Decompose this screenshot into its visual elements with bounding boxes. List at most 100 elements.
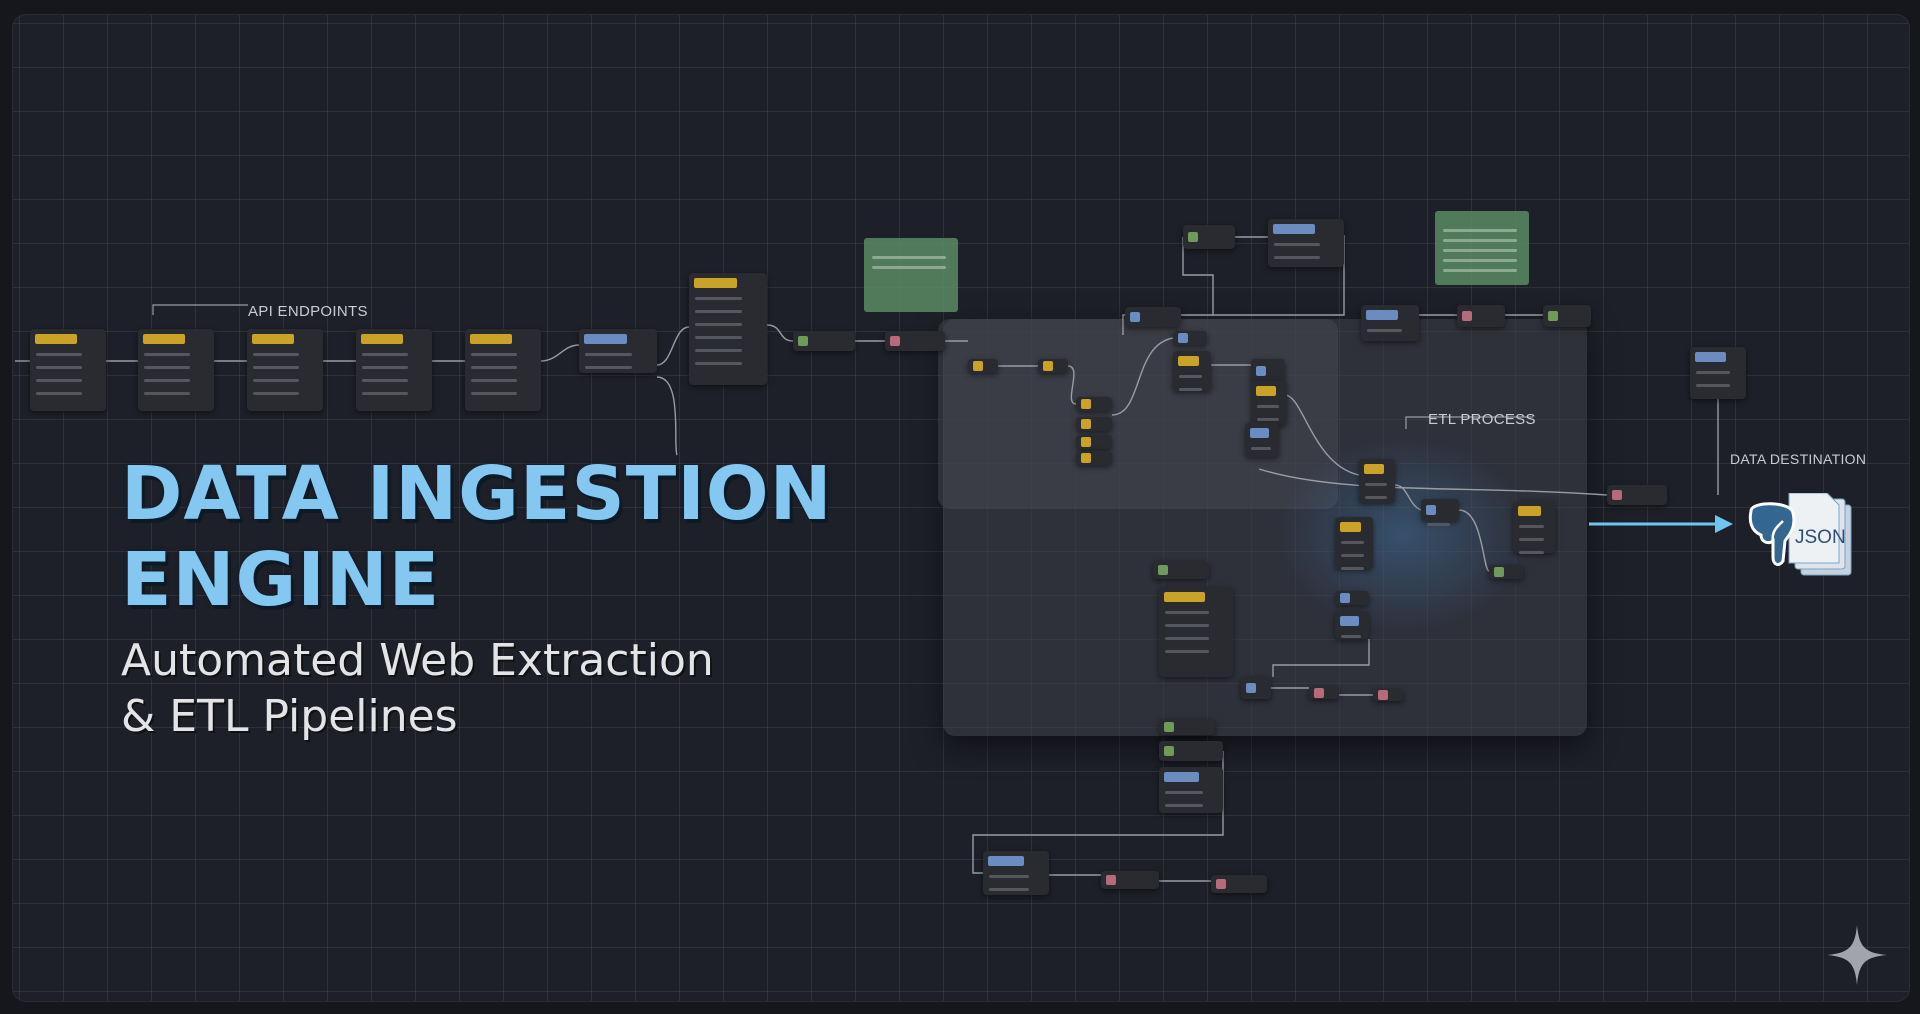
workflow-node[interactable] <box>138 329 214 411</box>
hero-subtitle: Automated Web Extraction& ETL Pipelines <box>121 633 714 745</box>
workflow-node[interactable] <box>1038 359 1068 373</box>
node-field <box>695 362 742 365</box>
workflow-node[interactable] <box>983 851 1049 895</box>
connection-wire <box>656 326 690 366</box>
workflow-node[interactable] <box>1245 423 1279 457</box>
node-header-icon <box>1246 683 1256 693</box>
node-field <box>144 379 190 382</box>
node-header-icon <box>1106 875 1116 885</box>
workflow-node[interactable] <box>247 329 323 411</box>
etl-process-label: ETL PROCESS <box>1428 411 1536 428</box>
sticky-note[interactable] <box>1435 211 1529 285</box>
node-header-icon <box>1164 746 1174 756</box>
workflow-node[interactable] <box>1076 417 1112 431</box>
arrow-head-icon <box>1715 515 1733 533</box>
node-header-icon <box>470 334 512 344</box>
workflow-node[interactable] <box>793 331 855 351</box>
annotation-leader <box>152 304 248 315</box>
workflow-canvas[interactable]: API ENDPOINTS ETL PROCESS DATA DESTINATI… <box>12 14 1910 1002</box>
etl-glow <box>1273 435 1533 635</box>
sticky-note-text-line <box>1443 239 1517 242</box>
workflow-node[interactable] <box>1159 741 1223 761</box>
workflow-node[interactable] <box>1159 767 1223 813</box>
workflow-node[interactable] <box>1489 565 1523 579</box>
node-field <box>362 379 408 382</box>
node-field <box>989 888 1029 891</box>
node-field <box>989 875 1029 878</box>
node-field <box>585 353 632 356</box>
workflow-node[interactable] <box>1607 485 1667 505</box>
workflow-node[interactable] <box>1373 689 1403 701</box>
workflow-node[interactable] <box>1335 591 1369 605</box>
workflow-node[interactable] <box>885 331 945 351</box>
sticky-note[interactable] <box>864 238 958 312</box>
workflow-node[interactable] <box>1543 305 1591 327</box>
node-field <box>1519 525 1545 528</box>
node-field <box>1165 611 1210 614</box>
workflow-node[interactable] <box>1173 331 1207 345</box>
workflow-node[interactable] <box>1359 459 1395 503</box>
node-header-icon <box>1462 311 1472 321</box>
workflow-node[interactable] <box>1513 501 1555 554</box>
workflow-node[interactable] <box>1361 305 1419 341</box>
node-field <box>36 366 82 369</box>
workflow-node[interactable] <box>579 329 657 373</box>
workflow-node[interactable] <box>1125 307 1181 327</box>
workflow-node[interactable] <box>1309 687 1339 699</box>
workflow-node[interactable] <box>1457 305 1505 327</box>
workflow-node[interactable] <box>1211 875 1267 893</box>
workflow-node[interactable] <box>1251 359 1285 386</box>
node-field <box>1165 791 1204 794</box>
node-header-icon <box>1216 879 1226 889</box>
connection-wire <box>540 344 580 362</box>
node-field <box>1165 624 1210 627</box>
node-field <box>362 366 408 369</box>
node-header-icon <box>1695 352 1726 362</box>
annotation-leader <box>1405 416 1533 429</box>
node-field <box>36 392 82 395</box>
workflow-node[interactable] <box>1421 499 1459 526</box>
json-text: JSON <box>1795 527 1846 548</box>
connection-wire <box>1182 237 1214 315</box>
node-field <box>1365 496 1387 499</box>
node-field <box>1165 637 1210 640</box>
workflow-node[interactable] <box>1159 719 1215 735</box>
workflow-node[interactable] <box>968 359 998 373</box>
node-field <box>144 366 190 369</box>
workflow-node[interactable] <box>1076 451 1112 465</box>
workflow-node[interactable] <box>1335 517 1373 570</box>
workflow-node[interactable] <box>1690 347 1746 399</box>
workflow-node[interactable] <box>1159 587 1233 677</box>
workflow-node[interactable] <box>689 273 767 385</box>
workflow-node[interactable] <box>465 329 541 411</box>
workflow-node[interactable] <box>1251 381 1287 425</box>
node-field <box>253 366 299 369</box>
workflow-node[interactable] <box>1183 225 1235 249</box>
workflow-node[interactable] <box>1076 397 1112 411</box>
node-header-icon <box>1164 592 1205 602</box>
node-field <box>1274 243 1320 246</box>
node-header-icon <box>1314 688 1324 698</box>
node-header-icon <box>1256 366 1266 376</box>
node-field <box>585 366 632 369</box>
workflow-node[interactable] <box>30 329 106 411</box>
workflow-node[interactable] <box>1153 561 1209 579</box>
node-field <box>362 353 408 356</box>
node-header-icon <box>1188 232 1198 242</box>
workflow-node[interactable] <box>1268 219 1344 267</box>
connection-wire <box>1394 484 1422 511</box>
workflow-node[interactable] <box>1335 611 1369 639</box>
node-field <box>471 392 517 395</box>
node-header-icon <box>1081 437 1091 447</box>
workflow-node[interactable] <box>356 329 432 411</box>
workflow-node[interactable] <box>1173 351 1211 391</box>
node-header-icon <box>973 361 983 371</box>
node-field <box>1696 384 1730 387</box>
workflow-node[interactable] <box>1241 677 1271 699</box>
workflow-node[interactable] <box>1076 435 1112 449</box>
connection-wire <box>1272 639 1370 677</box>
node-field <box>1257 418 1279 421</box>
node-field <box>1519 538 1545 541</box>
node-header-icon <box>694 278 737 288</box>
workflow-node[interactable] <box>1101 871 1159 889</box>
